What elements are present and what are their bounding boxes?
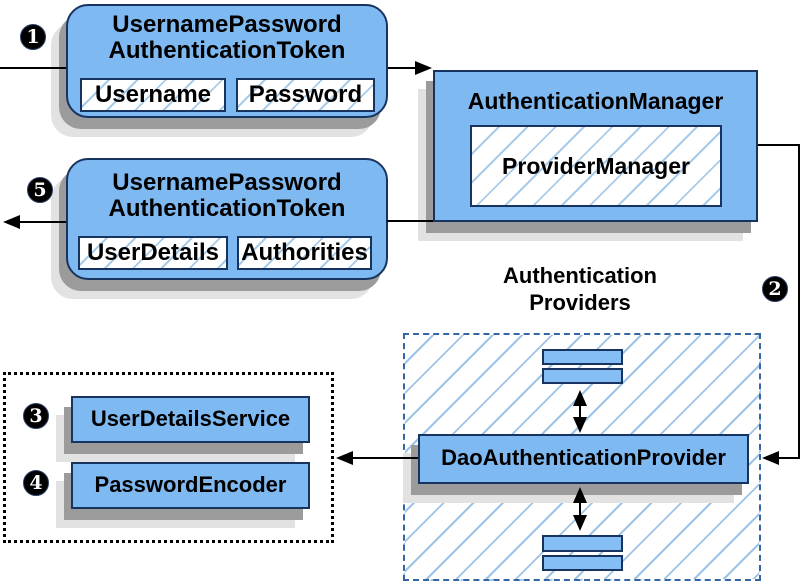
authentication-providers-label-line1: Authentication (503, 263, 657, 288)
token-response-title: UsernamePassword AuthenticationToken (68, 170, 386, 222)
provider-stack-top-bar-2 (542, 368, 623, 384)
arrow-token-to-manager (388, 61, 432, 75)
token-request-field-username: Username (80, 78, 226, 112)
authentication-providers-label-line2: Providers (529, 290, 631, 315)
provider-stack-bottom-bar-1 (542, 535, 623, 552)
step-badge-1: 1 (20, 24, 46, 50)
password-encoder-node: PasswordEncoder (71, 462, 310, 509)
step-badge-3: 3 (23, 403, 49, 429)
token-request-field-password: Password (236, 78, 375, 112)
provider-manager-node: ProviderManager (470, 125, 722, 207)
connector-manager-to-dao-provider (758, 144, 800, 465)
dao-authentication-provider-node: DaoAuthenticationProvider (418, 434, 749, 484)
token-response-field-userdetails: UserDetails (78, 236, 228, 270)
step-badge-5: 5 (27, 177, 53, 203)
provider-stack-top-bar-1 (542, 349, 623, 365)
token-request-title-line2: AuthenticationToken (108, 37, 346, 64)
step-badge-4: 4 (23, 470, 49, 496)
beans-group-container (3, 372, 334, 543)
token-response-title-line1: UsernamePassword (112, 169, 342, 196)
token-response-title-line2: AuthenticationToken (108, 195, 346, 222)
username-password-token-response-node: UsernamePassword AuthenticationToken Use… (66, 158, 388, 280)
token-request-title: UsernamePassword AuthenticationToken (68, 12, 386, 64)
authentication-manager-node: AuthenticationManager ProviderManager (433, 70, 758, 222)
token-request-title-line1: UsernamePassword (112, 11, 342, 38)
username-password-token-request-node: UsernamePassword AuthenticationToken Use… (66, 4, 388, 118)
arrow-response-out (3, 215, 66, 229)
authentication-providers-label: Authentication Providers (450, 262, 710, 316)
authentication-manager-title: AuthenticationManager (467, 88, 724, 114)
provider-stack-bottom-bar-2 (542, 555, 623, 571)
user-details-service-node: UserDetailsService (71, 396, 310, 443)
step-badge-2: 2 (762, 276, 788, 302)
token-response-field-authorities: Authorities (237, 236, 372, 270)
